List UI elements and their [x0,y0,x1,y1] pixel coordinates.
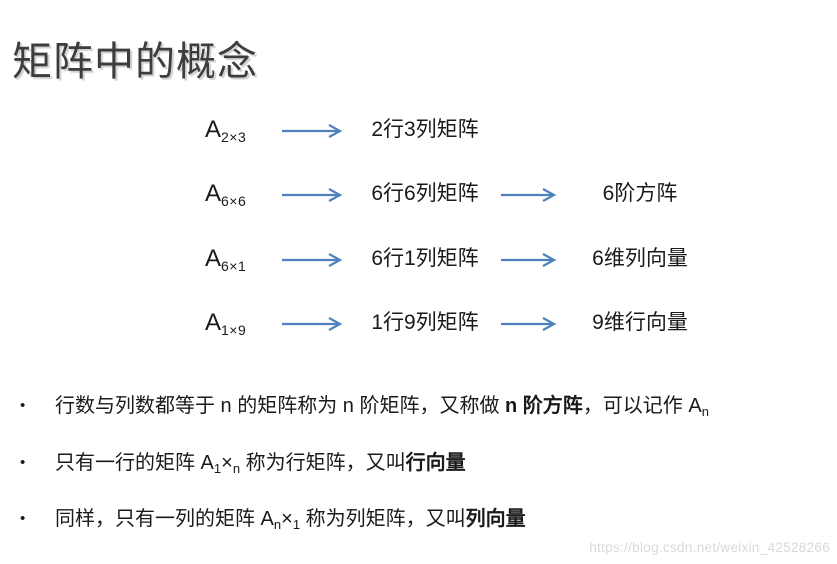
matrix-symbol: A2×3 [205,114,246,146]
text-segment: 行向量 [405,451,466,474]
text-segment: 行数与列数都等于 n 的矩阵称为 n 阶矩阵，又称做 [55,395,506,417]
bullet-text: 行数与列数都等于 n 的矩阵称为 n 阶矩阵，又称做 n 阶方阵，可以记作 An [55,392,709,422]
matrix-size-label: 2行3列矩阵 [371,118,479,141]
matrix-symbol-base: A [205,116,222,143]
text-segment: n [232,460,241,476]
matrix-symbol: A6×1 [205,243,246,275]
arrow-right-icon [281,123,343,144]
text-segment: 列向量 [465,508,526,530]
text-segment: × [281,508,293,530]
diagram-row: A2×3 2行3列矩阵 [0,114,837,146]
arrow-right-icon [500,316,557,337]
text-segment: 只有一行的矩阵 A [55,451,214,474]
diagram-row: A6×1 6行1列矩阵 6维列向量 [0,243,837,275]
text-segment: 1 [292,517,301,532]
page-title: 矩阵中的概念 [12,39,258,84]
matrix-size-label: 1行9列矩阵 [371,311,479,335]
text-segment: ，可以记作 A [582,395,702,417]
matrix-size-label: 6行6列矩阵 [371,182,479,206]
matrix-type-label: 9维行向量 [592,311,688,335]
matrix-symbol: A1×9 [205,307,246,339]
bullet-text: 只有一行的矩阵 A1×n 称为行矩阵，又叫行向量 [55,449,466,479]
text-segment: 称为列矩阵，又叫 [300,508,466,530]
text-segment: 同样，只有一列的矩阵 A [55,508,274,530]
text-segment: n [701,404,709,419]
bullet-icon: • [20,453,26,471]
text-segment: 1 [213,460,222,476]
matrix-size-label: 6行1列矩阵 [371,246,479,270]
bullet-item: • 同样，只有一列的矩阵 An×1 称为列矩阵，又叫列向量 [0,505,830,533]
watermark-url: https://blog.csdn.net/weixin_42528266 [589,540,830,555]
matrix-symbol-subscript: 6×1 [221,257,247,274]
bullet-icon: • [20,397,26,414]
matrix-symbol-base: A [205,309,222,337]
bullet-icon: • [20,510,26,527]
text-segment: n [273,517,282,532]
matrix-type-label: 6维列向量 [592,246,688,270]
bullet-item: • 只有一行的矩阵 A1×n 称为行矩阵，又叫行向量 [0,449,830,477]
diagram-row: A1×9 1行9列矩阵 9维行向量 [0,307,837,339]
text-segment: n 阶方阵 [505,395,583,417]
text-segment: × [221,451,233,474]
matrix-symbol-subscript: 1×9 [221,322,247,339]
arrow-right-icon [281,316,343,337]
arrow-right-icon [281,252,343,273]
text-segment: 称为行矩阵，又叫 [240,451,406,474]
diagram: A2×3 2行3列矩阵 A6×6 6行6列矩阵 [0,114,837,339]
matrix-symbol-base: A [205,180,222,208]
diagram-row: A6×6 6行6列矩阵 6阶方阵 [0,178,837,210]
arrow-right-icon [500,252,557,273]
arrow-right-icon [500,187,557,208]
arrow-right-icon [281,187,343,208]
matrix-symbol-subscript: 6×6 [221,193,247,210]
matrix-type-label: 6阶方阵 [602,182,678,206]
matrix-symbol-subscript: 2×3 [221,129,247,145]
matrix-symbol-base: A [205,244,222,272]
bullet-text: 同样，只有一列的矩阵 An×1 称为列矩阵，又叫列向量 [55,505,526,535]
matrix-symbol: A6×6 [205,178,246,210]
bullet-item: • 行数与列数都等于 n 的矩阵称为 n 阶矩阵，又称做 n 阶方阵，可以记作 … [0,392,830,420]
